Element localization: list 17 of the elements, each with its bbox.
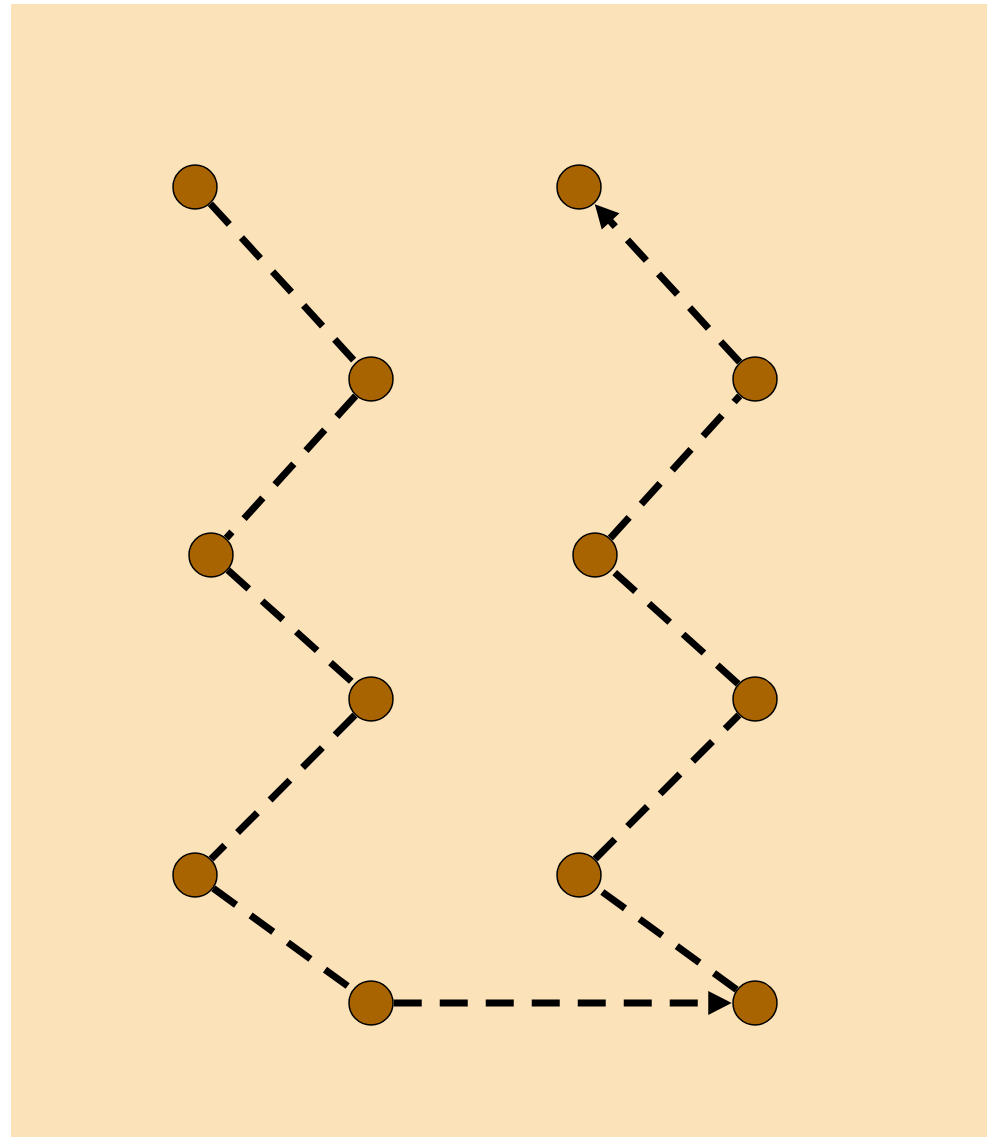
- connector-line: [208, 712, 358, 862]
- dot: [556, 164, 602, 210]
- dot: [732, 980, 778, 1026]
- dot: [732, 356, 778, 402]
- connector-line: [607, 393, 743, 541]
- dot: [572, 532, 618, 578]
- connector-line: [223, 393, 359, 541]
- dot: [172, 852, 218, 898]
- dot: [556, 852, 602, 898]
- dot: [348, 980, 394, 1026]
- connector-line: [592, 712, 742, 862]
- dot: [188, 532, 234, 578]
- dot: [348, 356, 394, 402]
- dot: [348, 676, 394, 722]
- dot: [172, 164, 218, 210]
- connector-line: [207, 201, 359, 365]
- dot: [732, 676, 778, 722]
